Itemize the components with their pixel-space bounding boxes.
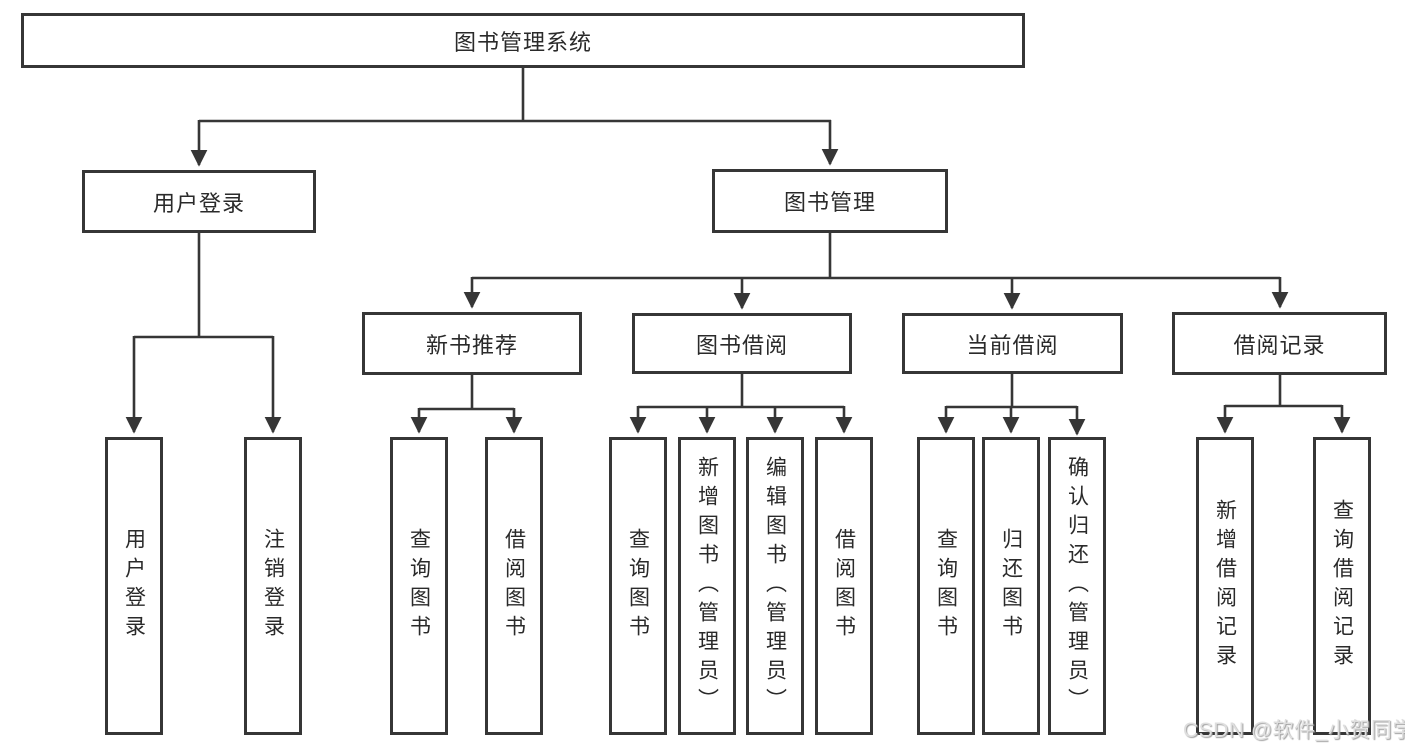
connector-userlogin-to-leaves <box>125 233 282 434</box>
node-new-book-recommend-label: 新书推荐 <box>425 332 518 358</box>
csdn-watermark: CSDN @软件_小贺同学 <box>1183 719 1405 742</box>
leaf-add-books-admin: 新增图书（管理员） <box>678 437 736 735</box>
leaf-user-login: 用户登录 <box>105 437 163 735</box>
connector-bookmgmt-to-level3 <box>463 233 1289 310</box>
node-user-login: 用户登录 <box>82 170 316 233</box>
node-user-login-label: 用户登录 <box>152 190 245 216</box>
leaf-borrow-books-1: 借阅图书 <box>485 437 543 735</box>
node-root-label: 图书管理系统 <box>453 29 592 55</box>
leaf-query-borrow-record-label: 查询借阅记录 <box>1330 499 1354 673</box>
leaf-logout: 注销登录 <box>244 437 302 735</box>
node-book-borrowing-label: 图书借阅 <box>695 332 788 358</box>
node-book-management-label: 图书管理 <box>783 190 876 215</box>
leaf-user-login-label: 用户登录 <box>122 528 146 644</box>
leaf-borrow-books-1-label: 借阅图书 <box>502 528 526 644</box>
node-new-book-recommend: 新书推荐 <box>362 312 582 375</box>
leaf-add-borrow-record-label: 新增借阅记录 <box>1213 499 1237 673</box>
leaf-query-books-3: 查询图书 <box>917 437 975 735</box>
leaf-return-books-label: 归还图书 <box>999 528 1023 644</box>
node-borrowing-records-label: 借阅记录 <box>1233 332 1326 358</box>
connector-newbook-to-leaves <box>410 375 523 434</box>
leaf-add-books-admin-label: 新增图书（管理员） <box>695 455 719 717</box>
node-borrowing-records: 借阅记录 <box>1172 312 1387 375</box>
leaf-borrow-books-2: 借阅图书 <box>815 437 873 735</box>
connector-bookborrow-to-leaves <box>629 374 853 434</box>
connector-currentborrow-to-leaves <box>937 374 1086 436</box>
leaf-query-books-2: 查询图书 <box>609 437 667 735</box>
leaf-confirm-return-admin-label: 确认归还（管理员） <box>1065 455 1089 717</box>
leaf-query-books-3-label: 查询图书 <box>934 528 958 644</box>
leaf-add-borrow-record: 新增借阅记录 <box>1196 437 1254 735</box>
node-current-borrowing: 当前借阅 <box>902 313 1123 374</box>
node-current-borrowing-label: 当前借阅 <box>966 332 1059 358</box>
leaf-query-borrow-record: 查询借阅记录 <box>1313 437 1371 735</box>
leaf-return-books: 归还图书 <box>982 437 1040 735</box>
leaf-edit-books-admin: 编辑图书（管理员） <box>746 437 804 735</box>
node-book-borrowing: 图书借阅 <box>632 313 852 374</box>
leaf-query-books-1: 查询图书 <box>390 437 448 735</box>
connector-records-to-leaves <box>1216 375 1351 434</box>
leaf-query-books-1-label: 查询图书 <box>407 528 431 644</box>
leaf-edit-books-admin-label: 编辑图书（管理员） <box>763 455 787 717</box>
node-book-management: 图书管理 <box>712 169 948 233</box>
leaf-query-books-2-label: 查询图书 <box>626 528 650 644</box>
leaf-borrow-books-2-label: 借阅图书 <box>832 528 856 644</box>
leaf-confirm-return-admin: 确认归还（管理员） <box>1048 437 1106 735</box>
connector-root-to-level2 <box>190 68 839 167</box>
node-root-library-system: 图书管理系统 <box>21 13 1025 68</box>
leaf-logout-label: 注销登录 <box>261 528 285 644</box>
